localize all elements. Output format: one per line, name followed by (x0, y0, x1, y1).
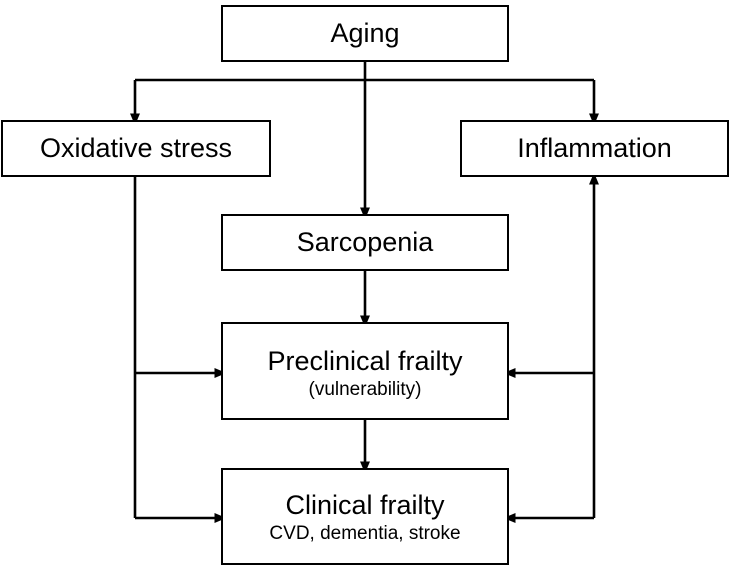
node-sarcopenia-label: Sarcopenia (296, 227, 434, 258)
node-oxidative-stress[interactable]: Oxidative stress (1, 120, 271, 177)
node-aging-label: Aging (330, 18, 400, 49)
node-aging[interactable]: Aging (221, 5, 509, 62)
node-oxidative-stress-label: Oxidative stress (39, 133, 233, 164)
node-clinical-frailty-sublabel: CVD, dementia, stroke (269, 523, 461, 545)
node-clinical-frailty[interactable]: Clinical frailty CVD, dementia, stroke (221, 468, 509, 565)
node-inflammation[interactable]: Inflammation (460, 120, 729, 177)
node-inflammation-label: Inflammation (517, 133, 672, 164)
node-clinical-frailty-label: Clinical frailty (285, 490, 445, 521)
node-preclinical-frailty-label: Preclinical frailty (267, 345, 463, 376)
node-preclinical-frailty[interactable]: Preclinical frailty (vulnerability) (221, 322, 509, 420)
node-sarcopenia[interactable]: Sarcopenia (221, 214, 509, 271)
node-preclinical-frailty-sublabel: (vulnerability) (308, 378, 422, 400)
